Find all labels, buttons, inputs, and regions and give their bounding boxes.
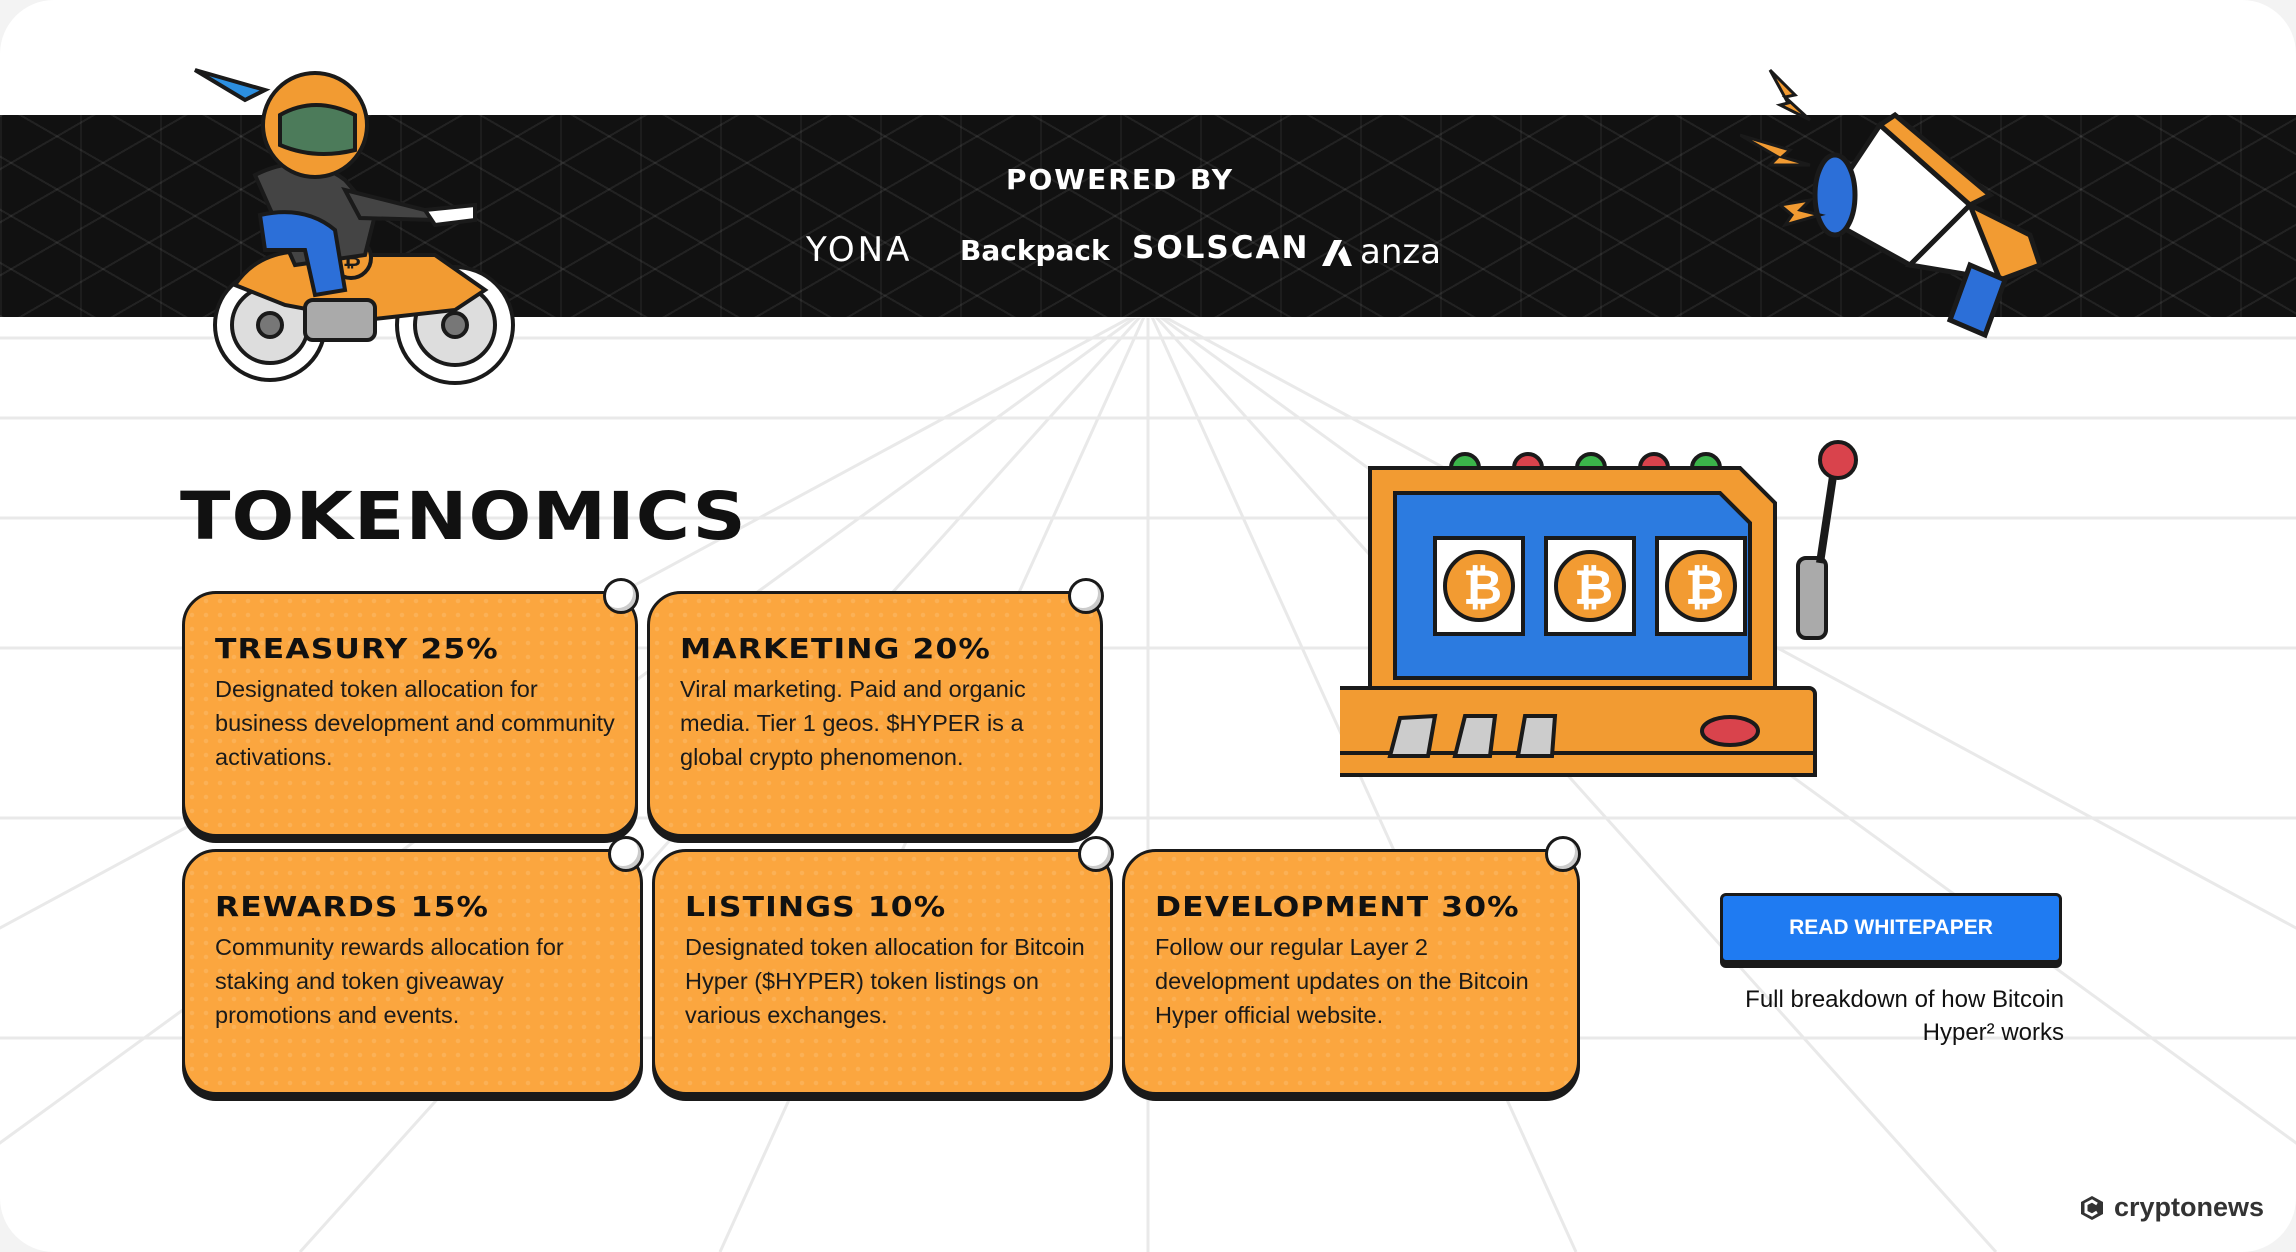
card-treasury: TREASURY 25% Designated token allocation… xyxy=(182,578,639,837)
pin-icon xyxy=(608,836,644,872)
pin-icon xyxy=(1068,578,1104,614)
partner-backpack-logo[interactable]: Backpack xyxy=(960,234,1110,267)
cryptonews-logo-icon xyxy=(2081,1195,2103,1220)
card-title: TREASURY 25% xyxy=(215,632,499,665)
card-text: Follow our regular Layer 2 development u… xyxy=(1155,934,1529,1028)
watermark-label: cryptonews xyxy=(2114,1192,2265,1222)
svg-text:₿: ₿ xyxy=(1463,560,1502,616)
anza-logo-icon xyxy=(1322,240,1352,266)
svg-text:₿: ₿ xyxy=(1574,560,1613,616)
svg-text:₿: ₿ xyxy=(1685,560,1724,616)
card-listings: LISTINGS 10% Designated token allocation… xyxy=(652,836,1114,1095)
whitepaper-caption: Full breakdown of how Bitcoin Hyper² wor… xyxy=(1745,986,2064,1046)
read-whitepaper-button[interactable]: READ WHITEPAPER xyxy=(1720,893,2062,963)
tokenomics-title: TOKENOMICS xyxy=(180,478,747,555)
card-text: Viral marketing. Paid and organic media.… xyxy=(680,676,1026,770)
card-title: DEVELOPMENT 30% xyxy=(1155,890,1520,923)
rider-illustration: ₿ xyxy=(193,68,515,385)
pin-icon xyxy=(1545,836,1581,872)
card-rewards: REWARDS 15% Community rewards allocation… xyxy=(182,836,644,1095)
pin-icon xyxy=(1078,836,1114,872)
card-title: MARKETING 20% xyxy=(680,632,991,665)
cryptonews-watermark: cryptonews xyxy=(2078,1192,2264,1223)
card-title: REWARDS 15% xyxy=(215,890,490,923)
partner-solscan-logo[interactable]: SOLSCAN xyxy=(1132,230,1310,266)
card-text: Designated token allocation for Bitcoin … xyxy=(685,934,1085,1028)
slot-machine-illustration: ₿ ₿ ₿ xyxy=(1340,440,1858,777)
partner-yona-logo[interactable]: YONA xyxy=(806,230,913,270)
partner-anza-logo[interactable]: anza xyxy=(1320,232,1441,272)
card-marketing: MARKETING 20% Viral marketing. Paid and … xyxy=(647,578,1104,837)
powered-by-heading: POWERED BY xyxy=(1005,163,1235,196)
anza-label: anza xyxy=(1360,232,1442,272)
megaphone-illustration xyxy=(1740,68,2044,339)
pin-icon xyxy=(603,578,639,614)
card-title: LISTINGS 10% xyxy=(685,890,947,923)
card-text: Designated token allocation for business… xyxy=(215,676,615,770)
card-development: DEVELOPMENT 30% Follow our regular Layer… xyxy=(1122,836,1581,1095)
card-text: Community rewards allocation for staking… xyxy=(215,934,564,1028)
